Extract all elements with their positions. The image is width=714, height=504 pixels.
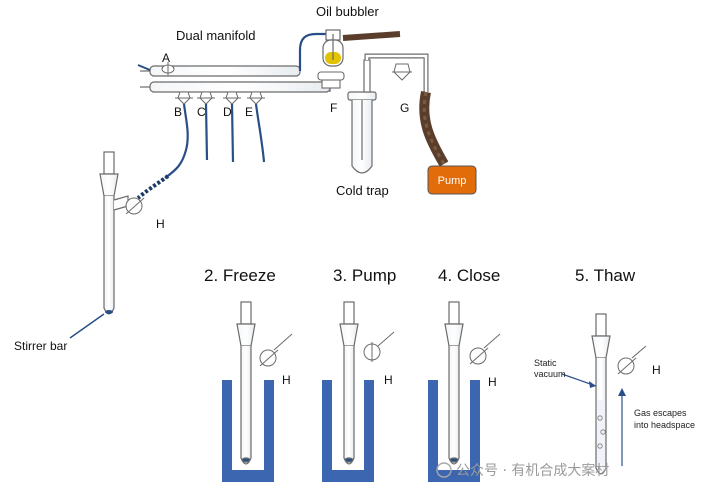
pump-valve-label: H [384,373,393,387]
gas-escapes-label-2: into headspace [634,420,695,430]
inlet-tubing [137,64,151,71]
valve-g-label: G [400,101,409,115]
valve-d-label: D [223,105,232,119]
stirrer-bar [105,310,113,314]
oil-bubbler-label: Oil bubbler [316,4,380,19]
valve-a-label: A [162,51,170,65]
valve-b-label: B [174,105,182,119]
pump-hose [419,90,449,167]
pump-valve-h[interactable] [363,331,395,362]
vacuum-pump [427,165,477,195]
pump-dewar [322,380,374,482]
valve-f-label: F [330,101,337,115]
freeze-valve-label: H [282,373,291,387]
freeze-valve-h[interactable] [259,333,293,367]
thaw-flask [591,313,611,475]
valve-a-stopcock[interactable] [161,62,175,76]
thaw-bubbles [597,415,606,449]
valve-h-label: H [156,217,165,231]
valve-d-stopcock[interactable] [223,91,241,105]
pump-label: Pump [438,175,467,187]
valve-e-label: E [245,105,253,119]
valve-c-label: C [197,105,206,119]
valve-g-stopcock[interactable] [392,63,412,81]
watermark-text: 公众号 · 有机合成大案材 [456,462,609,479]
gas-escapes-label-1: Gas escapes [634,408,687,418]
step-freeze-heading: 2. Freeze [204,266,276,285]
oil-bubbler [322,29,344,67]
cold-trap-label: Cold trap [336,183,389,198]
pump-flask [339,301,359,465]
step-close-heading: 4. Close [438,266,500,285]
close-flask [444,301,464,465]
valve-c-stopcock[interactable] [197,91,215,105]
thaw-valve-label: H [652,363,661,377]
wechat-icon [436,462,452,478]
close-dewar [428,380,480,482]
freeze-dewar [222,380,274,482]
braided-hose [136,174,170,200]
static-vacuum-label-1: Static [534,358,557,368]
bubbler-outlet-hose [342,31,401,41]
close-valve-label: H [488,375,497,389]
valve-h-stopcock[interactable] [125,197,145,215]
thaw-valve-h[interactable] [617,345,647,375]
step-thaw-heading: 5. Thaw [575,266,636,285]
stirrer-bar-pointer [69,313,105,339]
stirrer-bar-label: Stirrer bar [14,339,67,353]
dual-manifold-label: Dual manifold [176,28,256,43]
watermark: 公众号 · 有机合成大案材 [436,462,609,479]
schlenk-flask-main [99,151,129,315]
cold-trap [347,59,377,174]
valve-b-stopcock[interactable] [175,91,193,105]
static-vacuum-label-2: vacuum [534,369,566,379]
step-pump-heading: 3. Pump [333,266,396,285]
valve-e-stopcock[interactable] [247,91,265,105]
freeze-flask [236,301,256,465]
valve-f-stopcock[interactable] [317,71,345,89]
close-valve-h[interactable] [469,333,501,365]
manifold-tubing [164,32,330,179]
